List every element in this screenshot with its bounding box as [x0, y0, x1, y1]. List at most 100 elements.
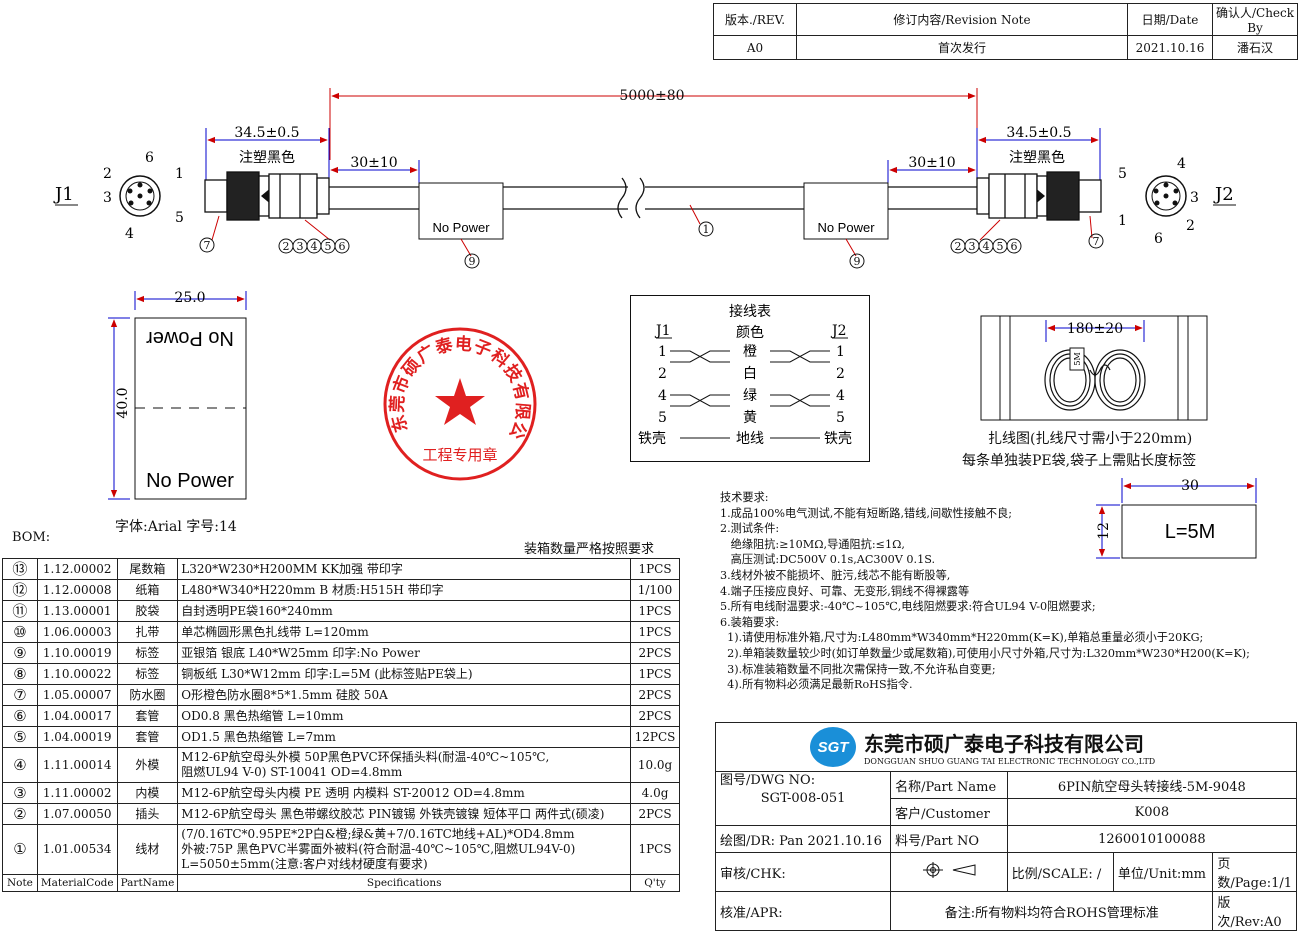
wiring-title: 接线表: [729, 303, 771, 320]
overmold-right-dim: 34.5±0.5: [1006, 125, 1071, 141]
j2-label: J2: [1213, 184, 1234, 205]
scale: 比例/SCALE: /: [1006, 852, 1114, 892]
bom-code-cell: 1.13.00001: [36, 600, 118, 622]
company-stamp: 东莞市硕广泰电子科技有限公司 工程专用章: [380, 320, 537, 481]
coil-tag-text: 5M: [1073, 352, 1082, 365]
bom-spec-cell: L480*W340*H220mm B 材质:H515H 带印字: [177, 579, 632, 601]
company-name-cn: 东莞市硕广泰电子科技有限公司: [864, 732, 1144, 756]
j2-pin-6: 6: [1154, 231, 1163, 247]
label-detail: 25.0 40.0 No Power No Power: [108, 290, 247, 500]
callout-9-left: 9: [469, 255, 476, 268]
bom-name-cell: 纸箱: [116, 579, 179, 601]
label-text-bottom: No Power: [146, 470, 234, 492]
bom-qty-cell: 10.0g: [630, 747, 680, 783]
bom-code-cell: 1.06.00003: [36, 621, 118, 643]
bom-qty-cell: 1PCS: [630, 663, 680, 685]
coil-dim: 180±20: [1067, 321, 1123, 337]
j1-face: [119, 175, 161, 217]
overmold-right-note: 注塑黑色: [1009, 149, 1065, 166]
svg-text:白: 白: [743, 366, 757, 382]
cable-drawing: 5000±80 34.5±0.5 注塑黑色 34.5±0.5 注塑黑色 30±1…: [53, 88, 1236, 269]
bom-qty-cell: 2PCS: [630, 642, 680, 664]
projection-symbol-icon: [890, 852, 1008, 892]
svg-text:黄: 黄: [743, 409, 757, 426]
wiring-shell-mid: 地线: [736, 431, 764, 447]
company-banner: SGT 东莞市硕广泰电子科技有限公司 DONGGUAN SHUO GUANG T…: [715, 722, 1297, 772]
svg-text:东莞市硕广泰电子科技有限公司: 东莞市硕广泰电子科技有限公司: [380, 320, 533, 443]
bom-code-cell: 1.10.00022: [36, 663, 118, 685]
bom-qty-cell: 1/100: [630, 579, 680, 601]
revision-table: 版本./REV. 修订内容/Revision Note 日期/Date 确认人/…: [713, 3, 1298, 60]
callout-9-right: 9: [854, 255, 861, 268]
label-height-dim: 40.0: [115, 387, 131, 418]
bom-code-cell: 1.12.00002: [36, 558, 118, 580]
bom-qty-cell: 2PCS: [630, 803, 680, 825]
rohs-note: 备注:所有物料均符合ROHS管理标准: [890, 891, 1214, 931]
bom-note-cell: ⑤: [2, 726, 38, 748]
part-name: 6PIN航空母头转接线-5M-9048: [1006, 771, 1298, 799]
no-power-label-left-text: No Power: [432, 220, 490, 235]
bom-name-cell: 防水圈: [116, 684, 179, 706]
bom-name-cell: 套管: [116, 726, 179, 748]
j2-pin-4: 4: [1177, 156, 1186, 172]
overmold-left-dim: 34.5±0.5: [234, 125, 299, 141]
bom-qty-cell: 1PCS: [630, 824, 680, 875]
svg-text:1: 1: [658, 344, 667, 360]
j1-pin-1: 1: [175, 166, 184, 182]
stamp-bottom-text: 工程专用章: [422, 446, 497, 464]
svg-text:4: 4: [658, 388, 667, 404]
bom-qty-cell: 1PCS: [630, 621, 680, 643]
part-name-label: 名称/Part Name: [890, 771, 1008, 799]
sgt-logo-icon: SGT: [810, 727, 856, 767]
bom-spec-cell: O形橙色防水圈8*5*1.5mm 硅胶 50A: [177, 684, 632, 706]
svg-text:2: 2: [836, 366, 845, 382]
svg-text:绿: 绿: [743, 388, 757, 404]
bom-qty-cell: 1PCS: [630, 600, 680, 622]
label-width-dim: 25.0: [174, 290, 205, 306]
dwg-label: 图号/DWG NO:: [720, 773, 816, 788]
bom-spec-cell: 单芯椭圆形黑色扎线带 L=120mm: [177, 621, 632, 643]
bom-name-cell: 线材: [116, 824, 179, 875]
no-power-label-right-text: No Power: [817, 220, 875, 235]
callout-5-right: 5: [997, 240, 1004, 253]
callout-2-right: 2: [955, 240, 962, 253]
bom-spec-cell: (7/0.16TC*0.95PE*2P白&橙;绿&黄+7/0.16TC地线+AL…: [177, 824, 632, 875]
bom-code-cell: 1.12.00008: [36, 579, 118, 601]
bom-qty-cell: 12PCS: [630, 726, 680, 748]
bom-qty-cell: 2PCS: [630, 705, 680, 727]
wiring-j2: J2: [830, 323, 847, 339]
stamp-star-icon: [435, 378, 485, 425]
bom-note-cell: ①: [2, 824, 38, 875]
svg-text:橙: 橙: [743, 344, 757, 360]
bom-title: BOM:: [12, 530, 51, 545]
checked-by: 审核/CHK:: [714, 852, 892, 892]
bom-code-cell: 1.01.00534: [36, 824, 118, 875]
bom-spec-cell: M12-6P航空母头内模 PE 透明 内模料 ST-20012 OD=4.8mm: [177, 782, 632, 804]
bom-code-cell: 1.05.00007: [36, 684, 118, 706]
bom-name-cell: 插头: [116, 803, 179, 825]
callout-4-right: 4: [983, 240, 990, 253]
bom-note-cell: ⑫: [2, 579, 38, 601]
bom-header-cell: PartName: [116, 874, 179, 892]
bom-name-cell: 外模: [116, 747, 179, 783]
j1-label: J1: [53, 184, 74, 205]
bom-code-cell: 1.11.00002: [36, 782, 118, 804]
bom-note-cell: ④: [2, 747, 38, 783]
bom-code-cell: 1.11.00014: [36, 747, 118, 783]
j2-pin-1: 1: [1118, 213, 1127, 229]
bom-spec-cell: L320*W230*H200MM KK加强 带印字: [177, 558, 632, 580]
length-label-height: 12: [1096, 522, 1112, 540]
j1-pin-4: 4: [125, 226, 134, 242]
right-connector: [976, 171, 1102, 221]
